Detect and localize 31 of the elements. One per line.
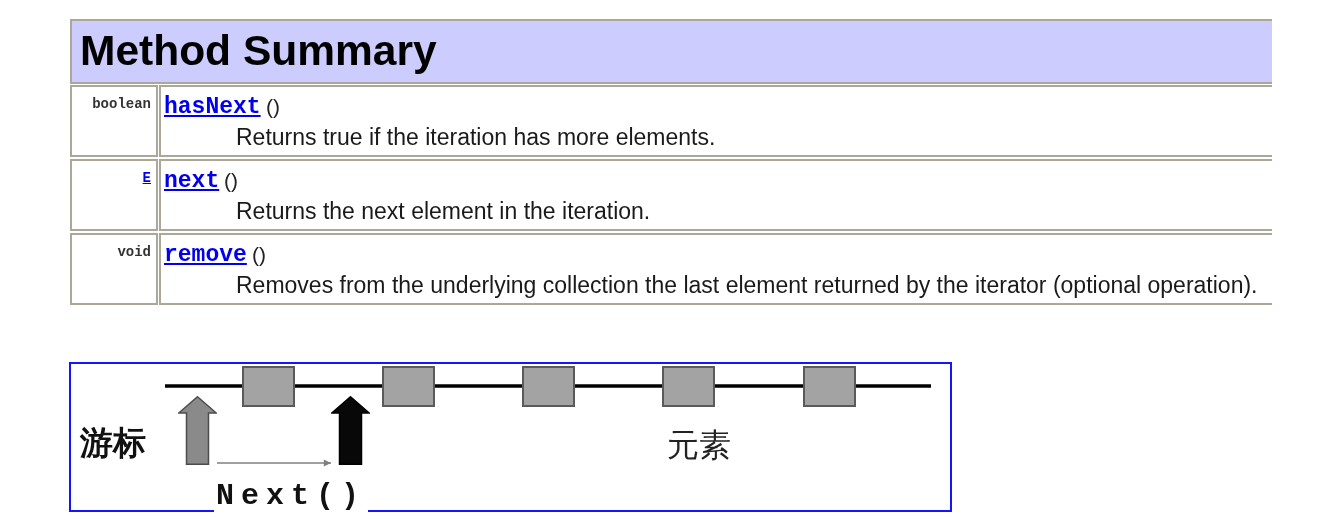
line — [435, 384, 522, 388]
method-description: Returns the next element in the iteration. — [236, 198, 651, 225]
line — [856, 384, 931, 388]
method-description: Returns true if the iteration has more elements. — [236, 124, 716, 151]
up-arrow — [178, 396, 217, 465]
method-description: Removes from the underlying collection the last element returned by the iterator (optional operation). — [236, 272, 1258, 299]
line — [575, 384, 662, 388]
method-link: hasNext — [164, 94, 261, 120]
method-link: remove — [164, 242, 247, 268]
edge-label: Next() — [214, 480, 369, 512]
type-name: boolean — [92, 96, 151, 112]
line — [715, 384, 803, 388]
square — [522, 366, 575, 407]
line — [295, 384, 382, 388]
square — [242, 366, 295, 407]
parentheses: () — [266, 94, 280, 120]
caption-text: 游标 — [80, 422, 146, 464]
type-link: E — [142, 170, 151, 186]
square — [662, 366, 715, 407]
parentheses: () — [224, 168, 238, 194]
type-name: void — [117, 244, 151, 260]
table-header: Method Summary — [70, 19, 1272, 84]
square — [382, 366, 435, 407]
arrow — [216, 459, 332, 467]
up-arrow — [331, 396, 370, 465]
square — [803, 366, 856, 407]
diagram-frame — [69, 362, 952, 512]
parentheses: () — [252, 242, 266, 268]
method-link: next — [164, 168, 220, 194]
text-label: 元素 — [667, 425, 731, 466]
line — [165, 384, 242, 388]
